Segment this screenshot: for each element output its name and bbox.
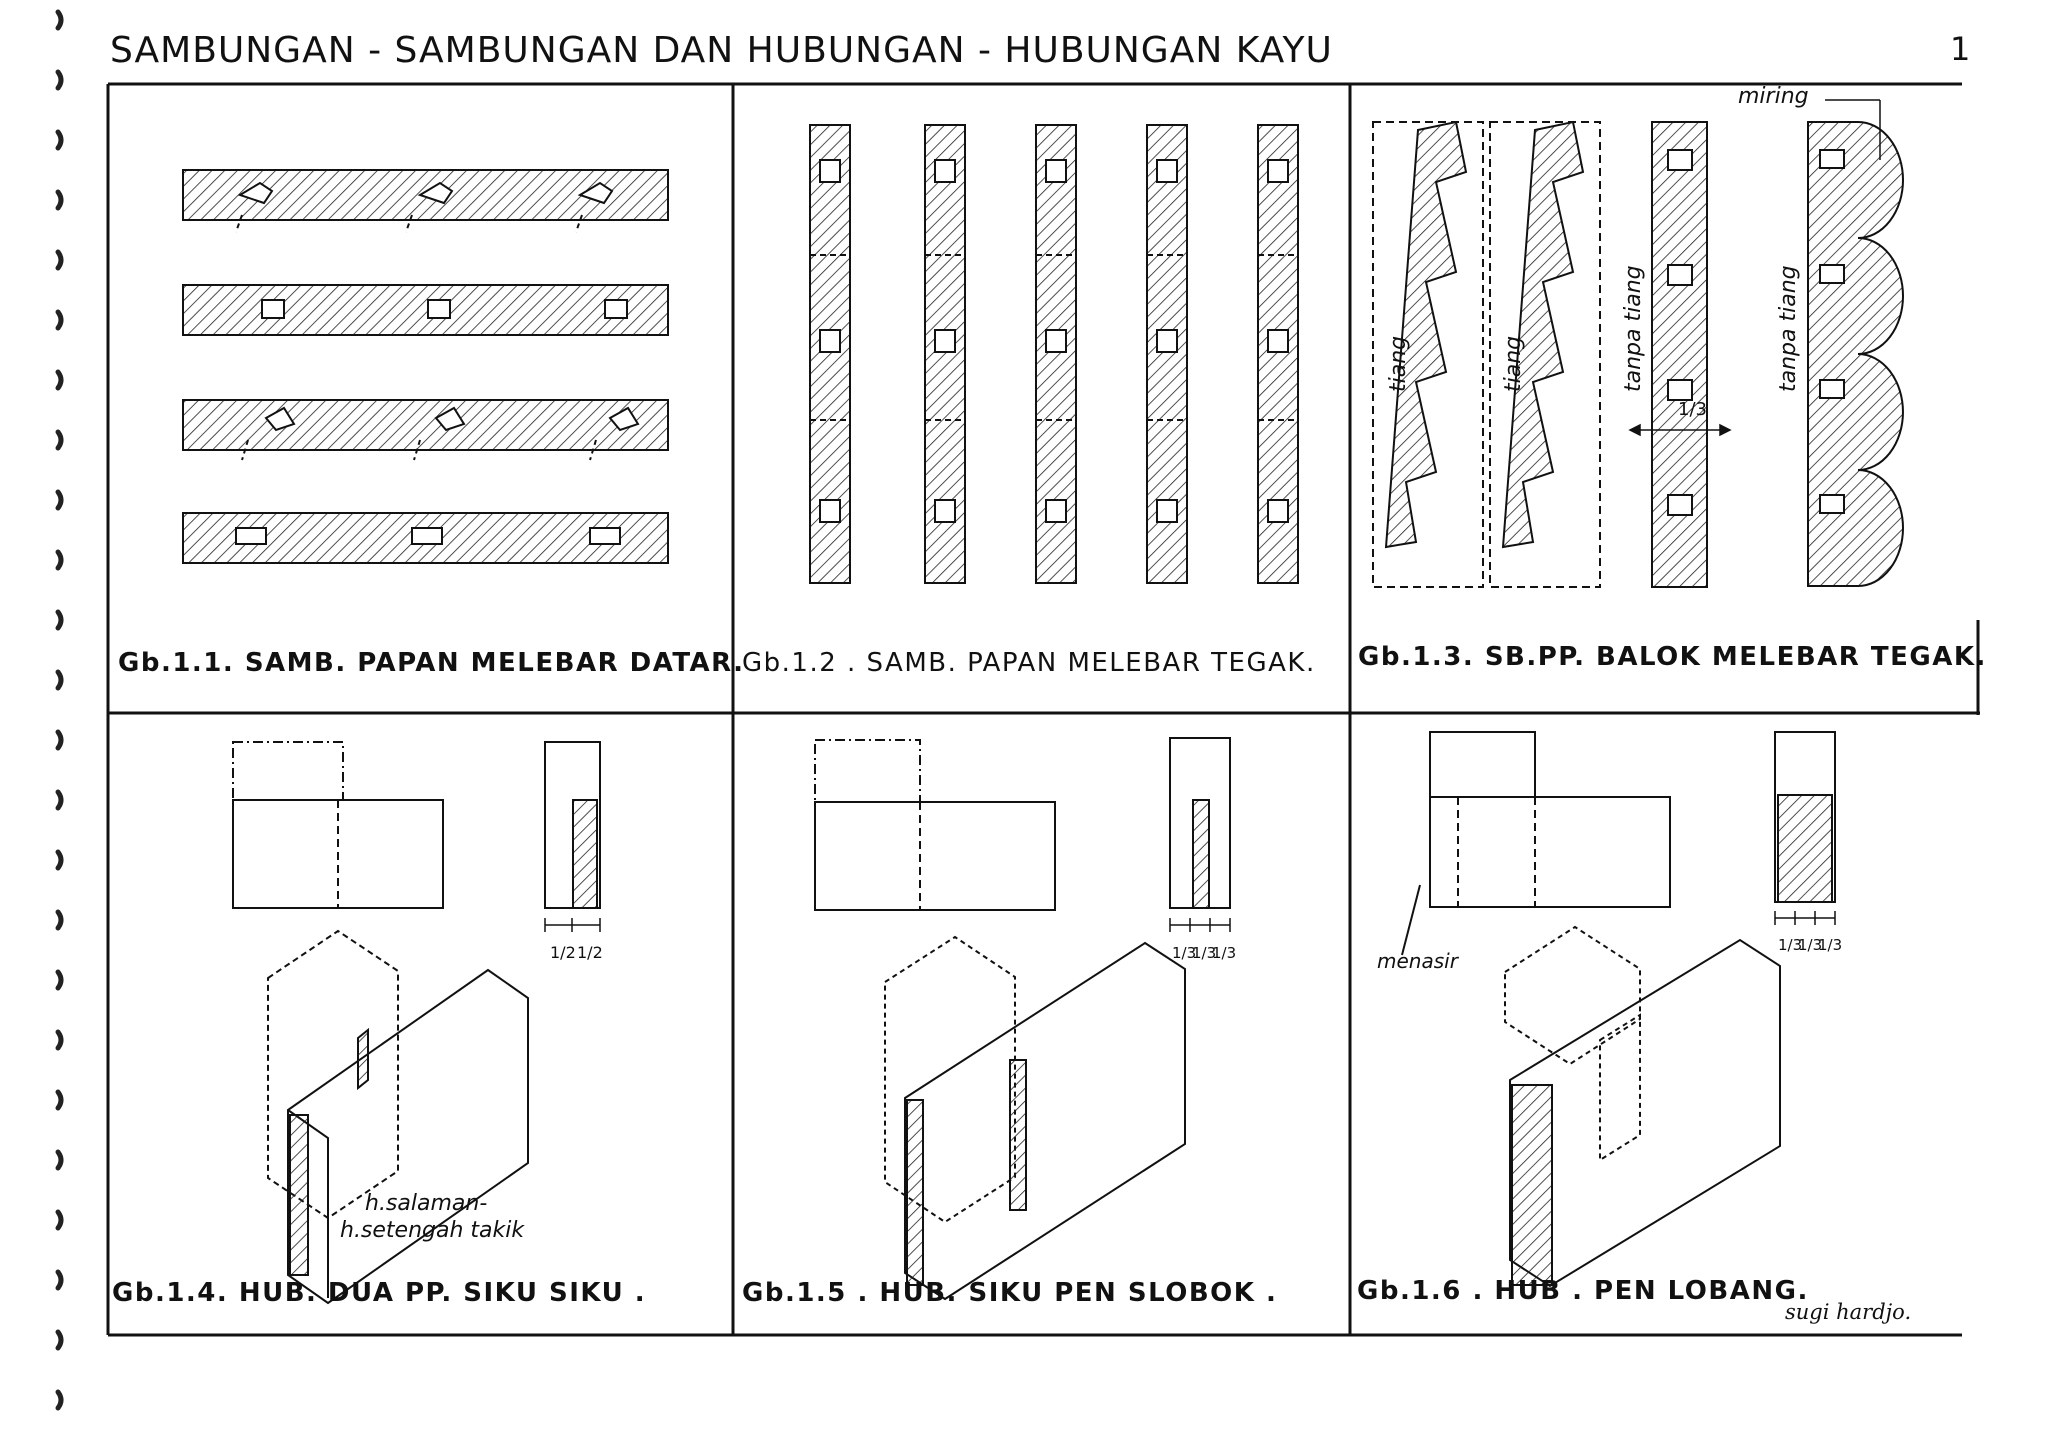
figure-1-3-drawing: miring tiang tiang tanpa tiang tanpa tia…: [1372, 84, 1904, 588]
figure-1-6-drawing: 1/3 1/3 1/3 menasir: [1377, 731, 1842, 1288]
figure-1-4-drawing: 1/2 1/2 h.salaman- h.setengah takik: [232, 741, 603, 1305]
label-tiang-1: tiang: [1386, 336, 1411, 392]
figure-1-1-drawing: [182, 169, 669, 564]
label-menasir: menasir: [1377, 949, 1460, 973]
label-third-2: 1/3: [1192, 944, 1216, 962]
caption-figure-1-3: Gb.1.3. SB.PP. BALOK MELEBAR TEGAK.: [1358, 642, 1987, 672]
figure-1-2-drawing: [809, 124, 1299, 584]
label-third-1: 1/3: [1172, 944, 1196, 962]
author-signature: sugi hardjo.: [1785, 1300, 1912, 1324]
label-one-third: 1/3: [1678, 399, 1707, 420]
label-third-4: 1/3: [1778, 936, 1802, 954]
caption-figure-1-6: Gb.1.6 . HUB . PEN LOBANG.: [1357, 1276, 1809, 1306]
page-number: 1: [1950, 30, 1971, 68]
label-third-5: 1/3: [1798, 936, 1822, 954]
label-h-salaman: h.salaman-: [365, 1191, 487, 1216]
frame-grid: [106, 82, 1980, 1337]
page-title: SAMBUNGAN - SAMBUNGAN DAN HUBUNGAN - HUB…: [110, 30, 1333, 71]
binding-marks: [55, 9, 64, 1411]
label-third-3: 1/3: [1212, 944, 1236, 962]
label-tanpa-tiang-1: tanpa tiang: [1621, 265, 1646, 392]
caption-figure-1-4: Gb.1.4. HUB. DUA PP. SIKU SIKU .: [112, 1278, 647, 1308]
label-miring: miring: [1738, 84, 1809, 109]
caption-figure-1-1: Gb.1.1. SAMB. PAPAN MELEBAR DATAR.: [118, 648, 745, 678]
label-h-setengah-takik: h.setengah takik: [340, 1218, 525, 1243]
label-half-2: 1/2: [577, 943, 603, 962]
label-tanpa-tiang-2: tanpa tiang: [1776, 265, 1801, 392]
label-half-1: 1/2: [550, 943, 576, 962]
caption-figure-1-5: Gb.1.5 . HUB. SIKU PEN SLOBOK .: [742, 1278, 1278, 1308]
caption-figure-1-2: Gb.1.2 . SAMB. PAPAN MELEBAR TEGAK.: [742, 648, 1316, 678]
label-tiang-2: tiang: [1501, 336, 1526, 392]
figure-1-5-drawing: 1/3 1/3 1/3: [814, 737, 1236, 1301]
label-third-6: 1/3: [1818, 936, 1842, 954]
